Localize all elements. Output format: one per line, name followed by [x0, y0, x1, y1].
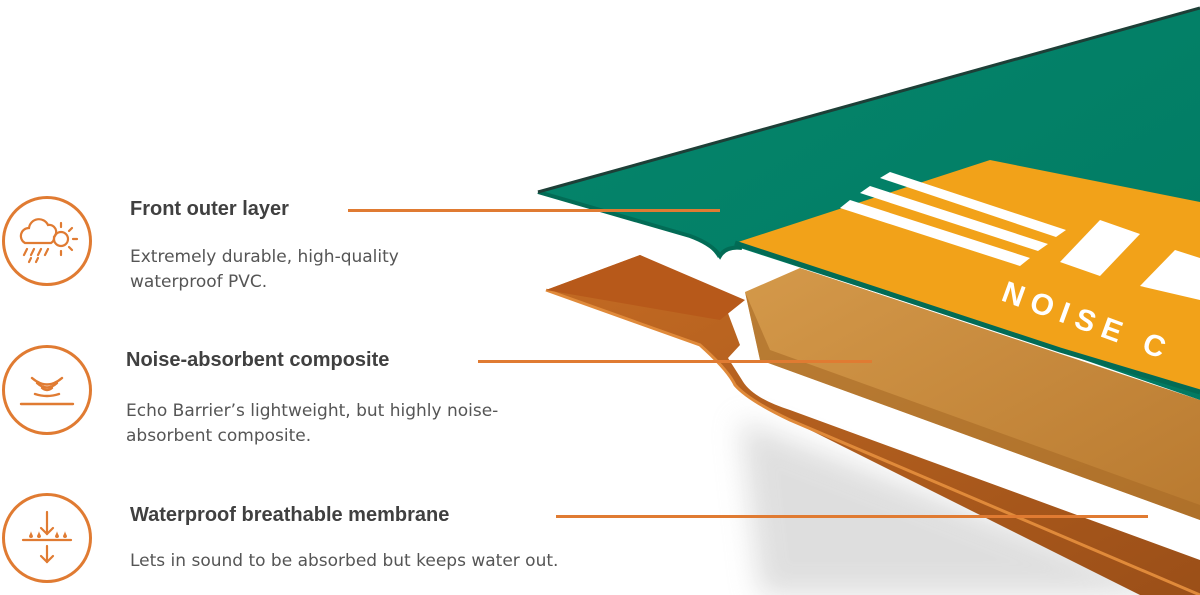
front-layer-dark-rim: [537, 6, 1200, 194]
print-lower-edge: [734, 240, 1200, 395]
leader-line: [556, 515, 1148, 518]
composite-layer: [745, 268, 1200, 520]
print-stripes: [840, 172, 1200, 300]
leader-line: [348, 209, 720, 212]
orange-print-area: [735, 160, 1200, 392]
membrane-layer: [546, 255, 1200, 595]
stack-shadow: [740, 420, 1200, 595]
front-layer-edge: [537, 190, 743, 260]
layer-description: Lets in sound to be absorbed but keeps w…: [130, 551, 559, 571]
membrane-top-face: [546, 255, 745, 320]
layer-description: Extremely durable, high-quality waterpro…: [130, 247, 399, 292]
sound-waves-icon: [2, 345, 92, 435]
layer-title: Front outer layer: [130, 198, 289, 220]
water-drop-barrier-icon: [2, 493, 92, 583]
weather-rain-sun-icon: [2, 196, 92, 286]
layer-description: Echo Barrier’s lightweight, but highly n…: [126, 401, 499, 446]
composite-front-face: [745, 292, 1200, 520]
membrane-edge: [545, 288, 1200, 595]
layer-title: Noise-absorbent composite: [126, 349, 390, 371]
leader-line: [478, 360, 872, 363]
layer-title: Waterproof breathable membrane: [130, 504, 450, 526]
